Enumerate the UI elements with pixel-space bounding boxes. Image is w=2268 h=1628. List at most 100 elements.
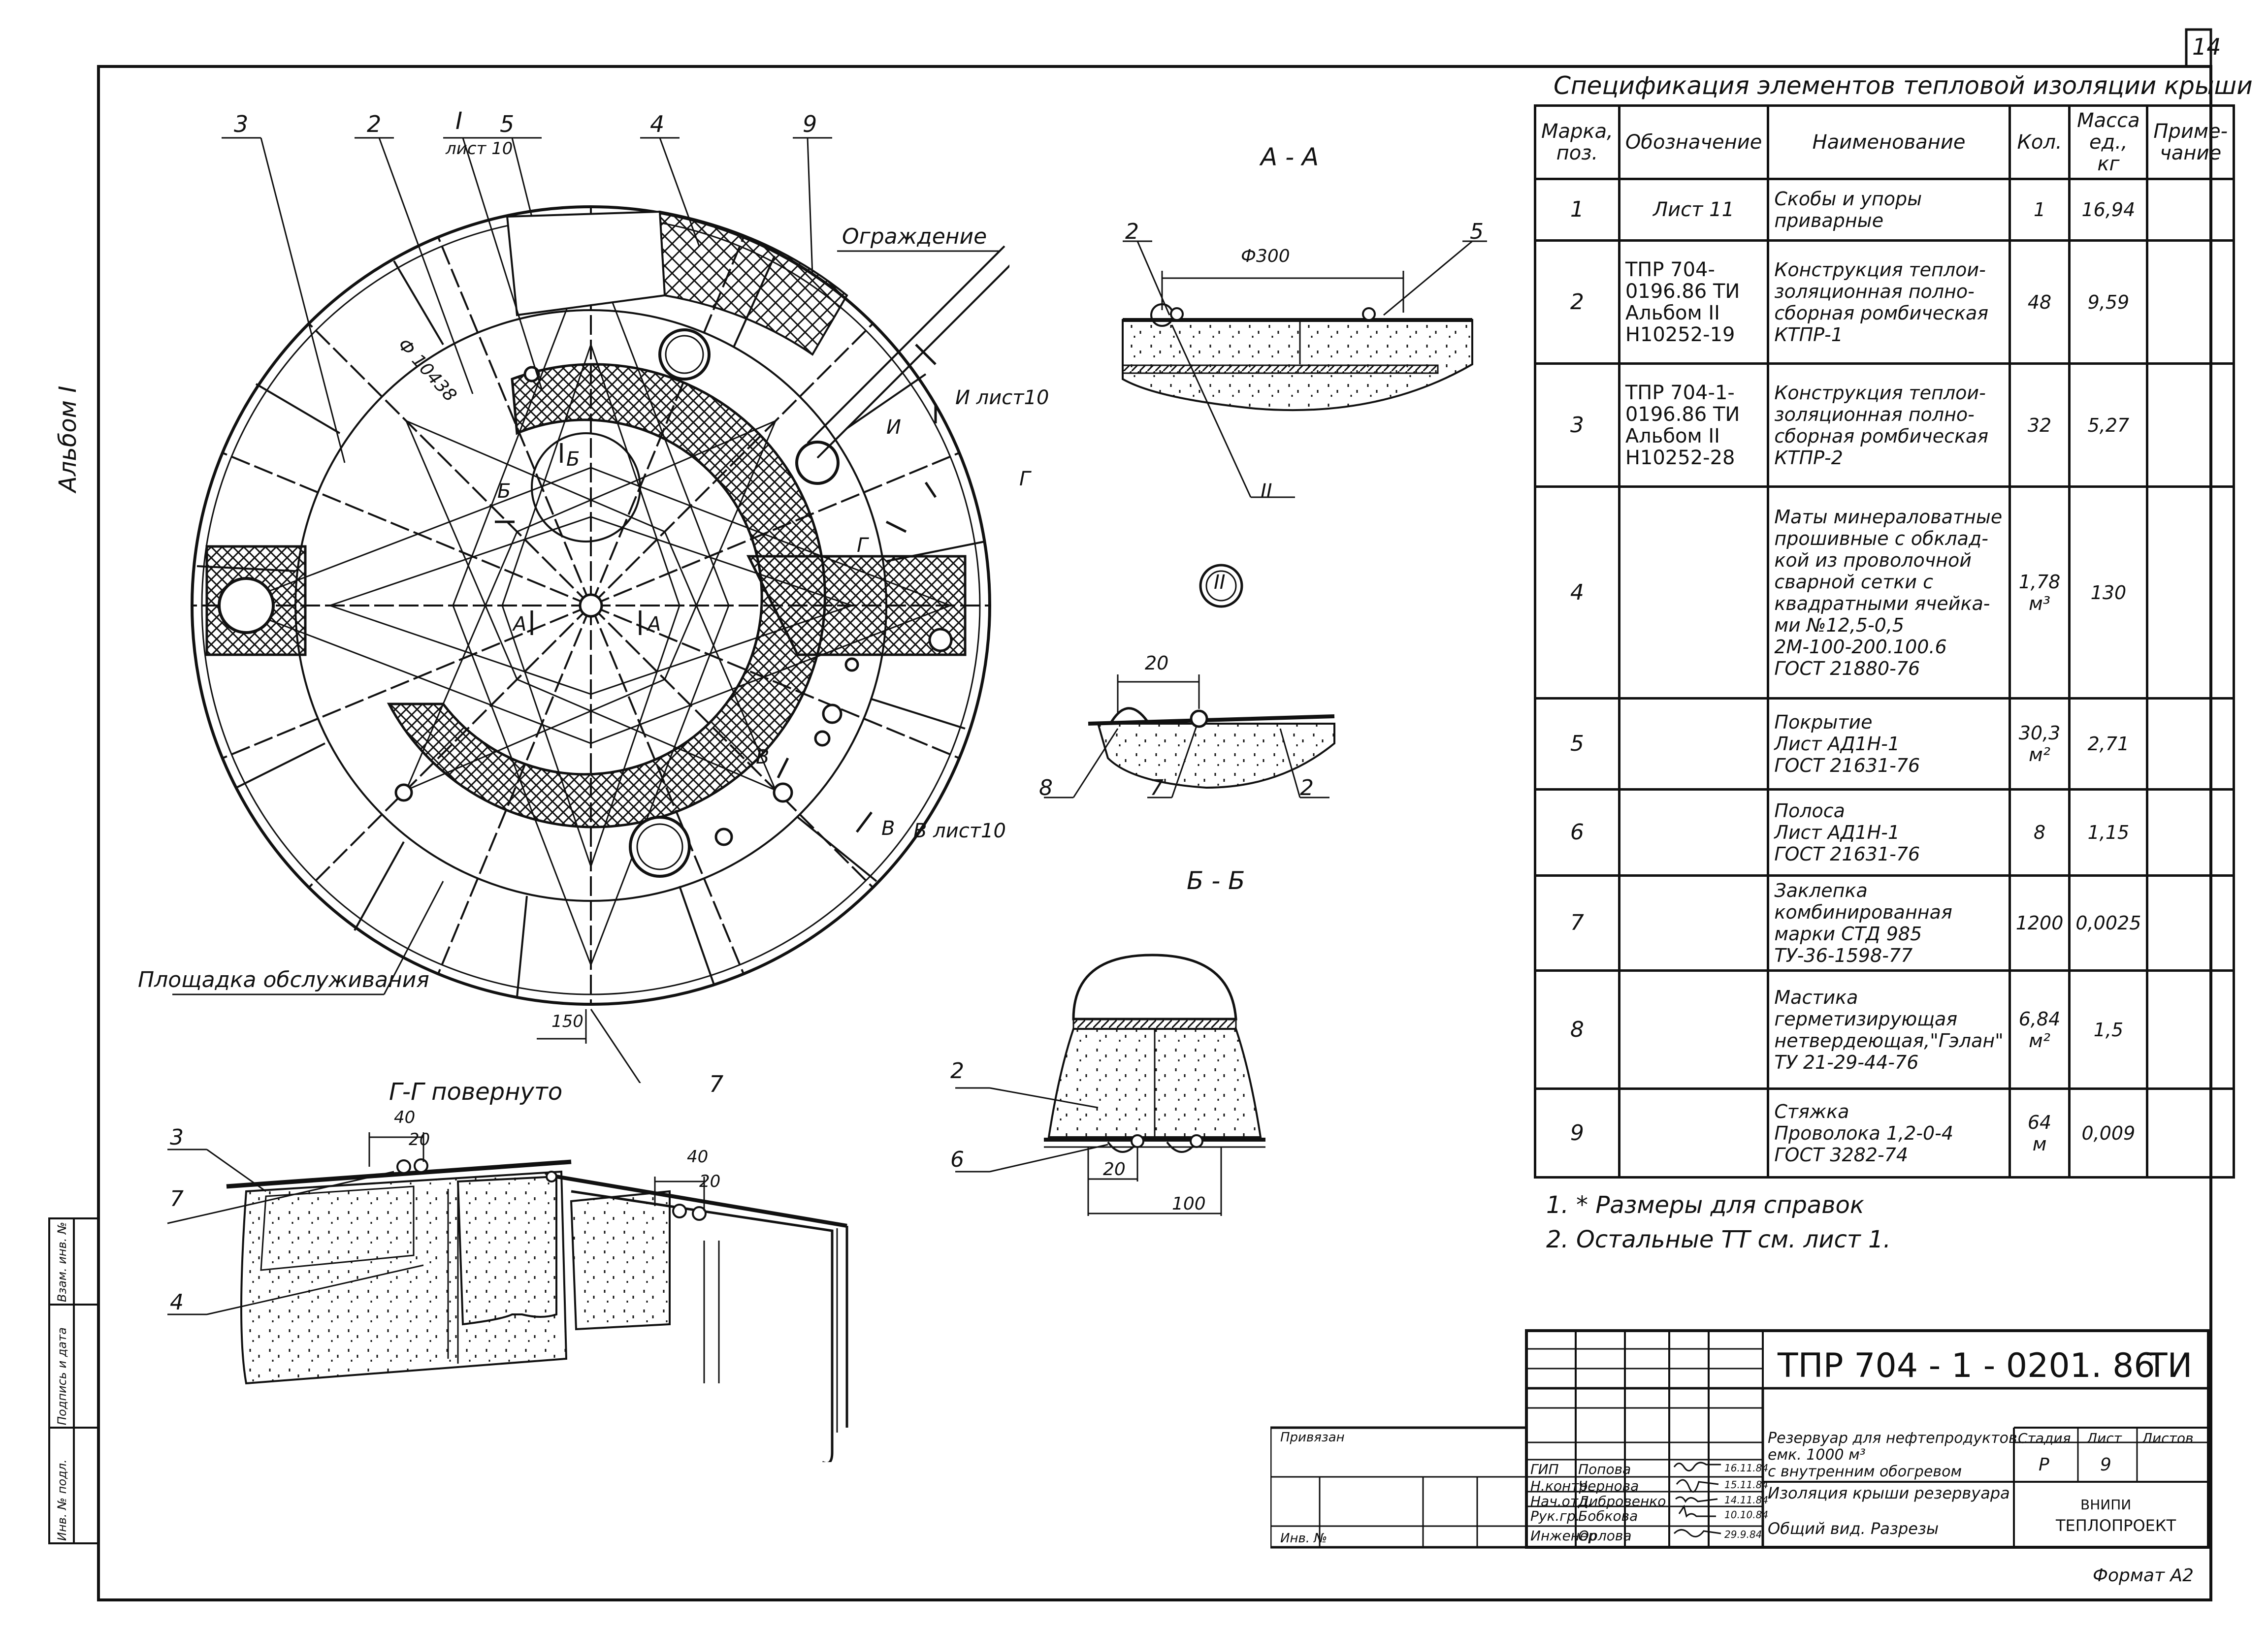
spec-header-pos: Марка, поз. <box>1534 104 1620 180</box>
spec-pos: 9 <box>1534 1087 1620 1179</box>
spec-note <box>2146 485 2236 700</box>
spec-qty: 64 м <box>2008 1087 2071 1179</box>
spec-name: Полоса Лист АД1Н-1 ГОСТ 21631-76 <box>1767 788 2011 877</box>
spec-name: Заклепка комбинированная марки СТД 985 Т… <box>1767 874 2011 972</box>
spec-note <box>2146 178 2236 242</box>
spec-name: Маты минераловатные прошивные с обклад- … <box>1767 485 2011 700</box>
section-aa-callout-2: 2 <box>1125 219 1139 244</box>
spec-header-qty: Кол. <box>2008 104 2071 180</box>
side-stamp-inv: Инв. № подл. <box>55 1459 69 1541</box>
spec-pos: 2 <box>1534 239 1620 365</box>
spec-pos: 5 <box>1534 697 1620 791</box>
spec-name: Скобы и упоры приварные <box>1767 178 2011 242</box>
roof-plan-view <box>172 137 1009 1083</box>
title-inv: Инв. № <box>1280 1531 1328 1546</box>
plan-ref-v: В лист10 <box>913 820 1006 842</box>
spec-name: Конструкция теплои- золяционная полно- с… <box>1767 239 2011 365</box>
section-aa-detail: II <box>1261 480 1272 503</box>
title-sheet-title: Изоляция крыши резервуара Общий вид. Раз… <box>1768 1484 2010 1538</box>
spec-qty: 8 <box>2008 788 2071 877</box>
title-sheets-header: Листов <box>2142 1430 2194 1446</box>
title-org-2: ТЕПЛОПРОЕКТ <box>2056 1516 2176 1535</box>
title-code: ТПР 704 - 1 - 0201. 86 <box>1778 1346 2155 1385</box>
spec-pos: 4 <box>1534 485 1620 700</box>
title-date-1: 16.11.84 <box>1724 1462 1769 1474</box>
note-2: 2. Остальные ТТ см. лист 1. <box>1546 1226 1891 1253</box>
section-bb-dim-100: 100 <box>1172 1194 1206 1214</box>
plan-cut-g: Г <box>1019 468 1031 490</box>
title-date-2: 15.11.84 <box>1724 1479 1769 1491</box>
spec-designation <box>1618 697 1770 791</box>
section-gg-callout-7: 7 <box>170 1186 184 1212</box>
spec-designation <box>1618 969 1770 1090</box>
spec-name: Покрытие Лист АД1Н-1 ГОСТ 21631-76 <box>1767 697 2011 791</box>
spec-row: 2 ТПР 704-0196.86 ТИ Альбом II Н10252-19… <box>1534 239 2236 365</box>
spec-row: 5 Покрытие Лист АД1Н-1 ГОСТ 21631-76 30,… <box>1534 697 2236 791</box>
detail-ii-dim: 20 <box>1145 652 1169 674</box>
section-gg-callout-3: 3 <box>170 1125 184 1150</box>
section-gg-dim-20a: 20 <box>409 1130 430 1149</box>
section-gg-callout-4: 4 <box>170 1290 184 1315</box>
side-stamp-replace: Взам. инв. № <box>55 1222 69 1302</box>
format-label: Формат А2 <box>2093 1565 2194 1586</box>
section-bb-dim-20: 20 <box>1103 1159 1126 1180</box>
title-role-rukgr: Рук.гр. <box>1530 1508 1580 1524</box>
spec-pos: 6 <box>1534 788 1620 877</box>
spec-qty: 48 <box>2008 239 2071 365</box>
spec-qty: 6,84 м² <box>2008 969 2071 1090</box>
spec-mass: 2,71 <box>2068 697 2149 791</box>
plan-callout-9: 9 <box>803 111 817 137</box>
plan-dim-150: 150 <box>551 1012 583 1031</box>
spec-designation: ТПР 704-1-0196.86 ТИ Альбом II Н10252-28 <box>1618 362 1770 488</box>
spec-name: Мастика герметизирующая нетвердеющая,"Гэ… <box>1767 969 2011 1090</box>
title-role-ncontr: Н.контр. <box>1530 1478 1592 1494</box>
plan-fence-label: Ограждение <box>842 224 987 249</box>
plan-platform-label: Площадка обслуживания <box>138 967 429 992</box>
plan-ref-i: И лист10 <box>955 386 1049 409</box>
section-gg <box>167 1132 848 1462</box>
section-gg-dim-40a: 40 <box>394 1108 416 1127</box>
detail-ii-callout-8: 8 <box>1039 775 1053 800</box>
title-role-gip: ГИП <box>1530 1461 1559 1477</box>
spec-row: 4 Маты минераловатные прошивные с обклад… <box>1534 485 2236 700</box>
detail-ii-mark: II <box>1214 571 1226 594</box>
spec-row: 8 Мастика герметизирующая нетвердеющая,"… <box>1534 969 2236 1090</box>
title-stage: Р <box>2039 1455 2049 1475</box>
spec-designation <box>1618 788 1770 877</box>
plan-callout-2: 2 <box>367 111 382 137</box>
section-aa-title: А - А <box>1261 143 1319 171</box>
spec-note <box>2146 969 2236 1090</box>
section-gg-title: Г-Г повернуто <box>389 1078 563 1106</box>
section-aa-dim: Ф300 <box>1241 246 1290 266</box>
plan-cut-a2: А <box>648 613 661 636</box>
spec-row: 1 Лист 11 Скобы и упоры приварные 1 16,9… <box>1534 178 2236 242</box>
spec-name: Конструкция теплои- золяционная полно- с… <box>1767 362 2011 488</box>
signatures <box>1673 1462 1721 1537</box>
spec-qty: 32 <box>2008 362 2071 488</box>
spec-row: 3 ТПР 704-1-0196.86 ТИ Альбом II Н10252-… <box>1534 362 2236 488</box>
section-bb-title: Б - Б <box>1187 866 1245 895</box>
spec-designation: ТПР 704-0196.86 ТИ Альбом II Н10252-19 <box>1618 239 1770 365</box>
spec-table: Марка, поз. Обозначение Наименование Кол… <box>1534 104 2236 1179</box>
detail-ii-callout-7: 7 <box>1150 775 1164 800</box>
spec-designation <box>1618 485 1770 700</box>
spec-mass: 16,94 <box>2068 178 2149 242</box>
title-role-engineer: Инженер <box>1530 1528 1597 1544</box>
detail-ii-callout-2: 2 <box>1300 775 1314 800</box>
title-role-nachotd: Нач.отд. <box>1530 1493 1592 1509</box>
spec-pos: 3 <box>1534 362 1620 488</box>
spec-note <box>2146 239 2236 365</box>
title-date-5: 29.9.84 <box>1724 1529 1762 1540</box>
spec-header-mass: Масса ед., кг <box>2068 104 2149 180</box>
plan-callout-5: 5 <box>500 111 515 137</box>
plan-callout-4: 4 <box>650 111 665 137</box>
title-name-1: Попова <box>1578 1461 1631 1477</box>
spec-row: 9 Стяжка Проволока 1,2-0-4 ГОСТ 3282-74 … <box>1534 1087 2236 1179</box>
spec-mass: 130 <box>2068 485 2149 700</box>
plan-cut-g2: Г <box>857 534 868 557</box>
spec-header-note: Приме-чание <box>2146 104 2236 180</box>
spec-qty: 1 <box>2008 178 2071 242</box>
spec-mass: 0,0025 <box>2068 874 2149 972</box>
plan-cut-a1: А <box>513 613 527 636</box>
title-date-3: 14.11.84 <box>1724 1494 1769 1506</box>
